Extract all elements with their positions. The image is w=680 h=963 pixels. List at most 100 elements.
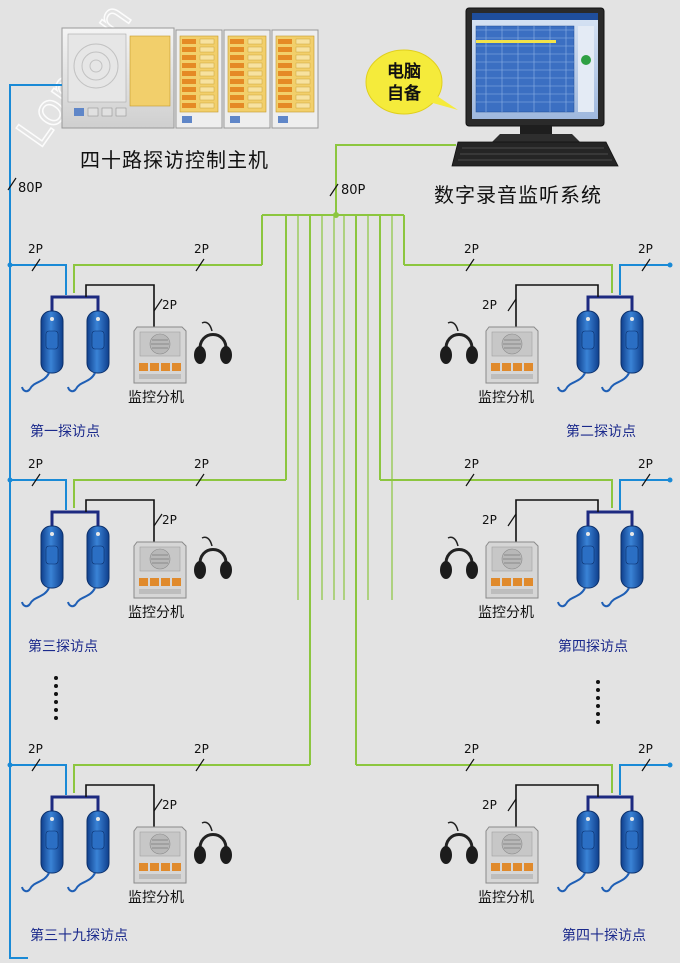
phone-bracket [50,295,100,315]
wire-tick [31,473,41,487]
wire-label-2p: 2P [482,298,497,312]
wire-tick [195,473,205,487]
ellipsis-dot [596,704,600,708]
telephone-handset-icon [601,810,644,893]
black-wire [85,784,155,827]
wire-label-2p: 2P [638,742,653,756]
wire-tick [507,513,517,527]
telephone-handset-icon [21,525,64,608]
wire-label-2p: 2P [28,242,43,256]
pc-badge: 电脑 自备 [365,49,458,115]
wire-tick [465,758,475,772]
pc-badge-line2: 自备 [387,83,422,104]
blue-wire [619,764,670,795]
wire-tick [641,758,651,772]
wire-tick [507,298,517,312]
host-module [175,29,223,129]
wire-tick [507,798,517,812]
trunk-cable-label: 80P [341,183,366,198]
monitor-station-icon [485,826,539,884]
telephone-handset-icon [21,810,64,893]
phone-bracket [50,795,100,815]
wire-tick [31,258,41,272]
phone-bracket [586,510,634,530]
headset-icon [192,535,234,581]
ellipsis-dot [54,716,58,720]
trunk-cable: 80P [329,144,456,218]
ellipsis-dot [54,700,58,704]
wire-label-2p: 2P [638,242,653,256]
phone-bracket [586,295,634,315]
ellipsis-dot [596,680,600,684]
ellipsis-dot [54,708,58,712]
wire-tick [195,758,205,772]
green-wire [356,764,613,793]
pc-title: 数字录音监听系统 [434,183,602,207]
host-modules [175,29,319,129]
host-module [271,29,319,129]
wire-label-2p: 2P [638,457,653,471]
telephone-handset-icon [557,525,600,608]
green-wire [404,264,613,293]
ellipsis-dot [54,684,58,688]
monitor-station-icon [133,826,187,884]
telephone-handset-icon [557,810,600,893]
wire-label-2p: 2P [28,742,43,756]
monitor-station-icon [485,541,539,599]
black-wire [85,499,155,542]
blue-junction [667,477,673,483]
black-wire [515,499,599,542]
monitor-station-icon [133,326,187,384]
black-wire [515,784,599,827]
wire-label-2p: 2P [464,742,479,756]
screen-grid [476,26,574,112]
point-label: 第二探访点 [566,423,636,440]
wire-label-2p: 2P [464,242,479,256]
ellipsis-dot [54,692,58,696]
green-wire [73,479,286,508]
monitor-station-icon [133,541,187,599]
wire-tick [465,258,475,272]
wire-label-2p: 2P [194,242,209,256]
ellipsis-dot [596,696,600,700]
station-label: 监控分机 [478,390,534,406]
wire-tick [153,298,163,312]
trunk-branches [261,214,405,765]
wire-label-2p: 2P [194,457,209,471]
continuation-dots-left [54,676,58,720]
wire-tick [31,758,41,772]
telephone-handset-icon [601,525,644,608]
telephone-handset-icon [67,525,110,608]
host-module [223,29,271,129]
station-label: 监控分机 [128,890,184,906]
blue-junction [7,477,13,483]
monitor-station-icon [485,326,539,384]
telephone-handset-icon [21,310,64,393]
pc-badge-line1: 电脑 [387,61,421,82]
blue-junction [7,262,13,268]
ellipsis-dot [596,688,600,692]
telephone-handset-icon [601,310,644,393]
headset-icon [438,535,480,581]
green-wire [73,264,262,293]
station-label: 监控分机 [478,890,534,906]
wire-tick [153,513,163,527]
point-label: 第三探访点 [28,638,98,655]
wire-label-2p: 2P [482,798,497,812]
headset-icon [438,820,480,866]
green-wire [73,764,310,793]
telephone-handset-icon [67,310,110,393]
host-controller [61,27,319,129]
phone-bracket [586,795,634,815]
blue-wire [10,479,67,510]
point-label: 第三十九探访点 [30,927,128,944]
blue-junction [7,762,13,768]
